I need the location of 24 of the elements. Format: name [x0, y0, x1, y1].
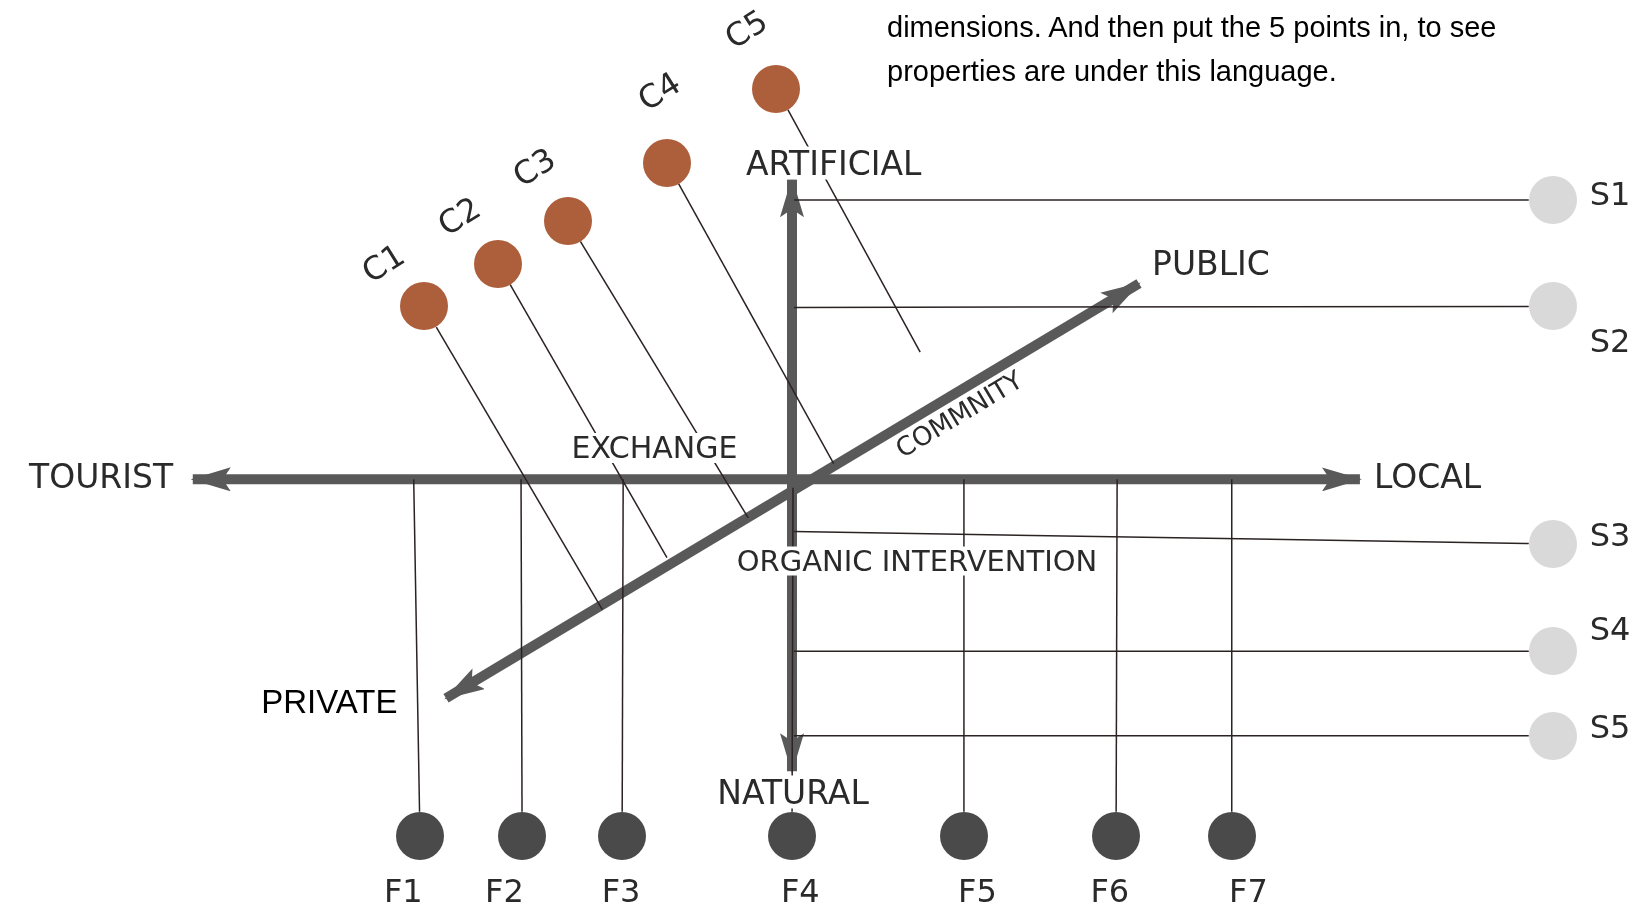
connector-line — [509, 283, 668, 559]
connector-line — [520, 478, 523, 813]
connector-line — [793, 305, 1530, 309]
note-text: dimensions. And then put the 5 points in, to see properties are under this language. — [887, 10, 1498, 89]
connector-line — [793, 734, 1530, 737]
connector-line — [412, 478, 421, 813]
connector-line — [621, 478, 624, 813]
connector-line — [677, 182, 835, 465]
connector-line — [1231, 478, 1233, 813]
connector-line — [793, 199, 1530, 201]
connector-line — [579, 240, 749, 519]
connector-line — [793, 530, 1530, 545]
axis-arrow — [190, 467, 1362, 492]
point-marker — [1528, 520, 1577, 568]
connector-line — [435, 326, 604, 611]
axis-arrow — [443, 279, 1142, 703]
point-marker — [400, 282, 449, 331]
connector-line — [793, 650, 1530, 653]
point-marker — [396, 811, 444, 860]
point-marker — [768, 811, 816, 860]
axis-label: ARTIFICIAL — [744, 146, 923, 180]
axis-arrow — [780, 177, 804, 774]
connector-line — [1115, 478, 1118, 813]
connector-line — [963, 478, 965, 813]
